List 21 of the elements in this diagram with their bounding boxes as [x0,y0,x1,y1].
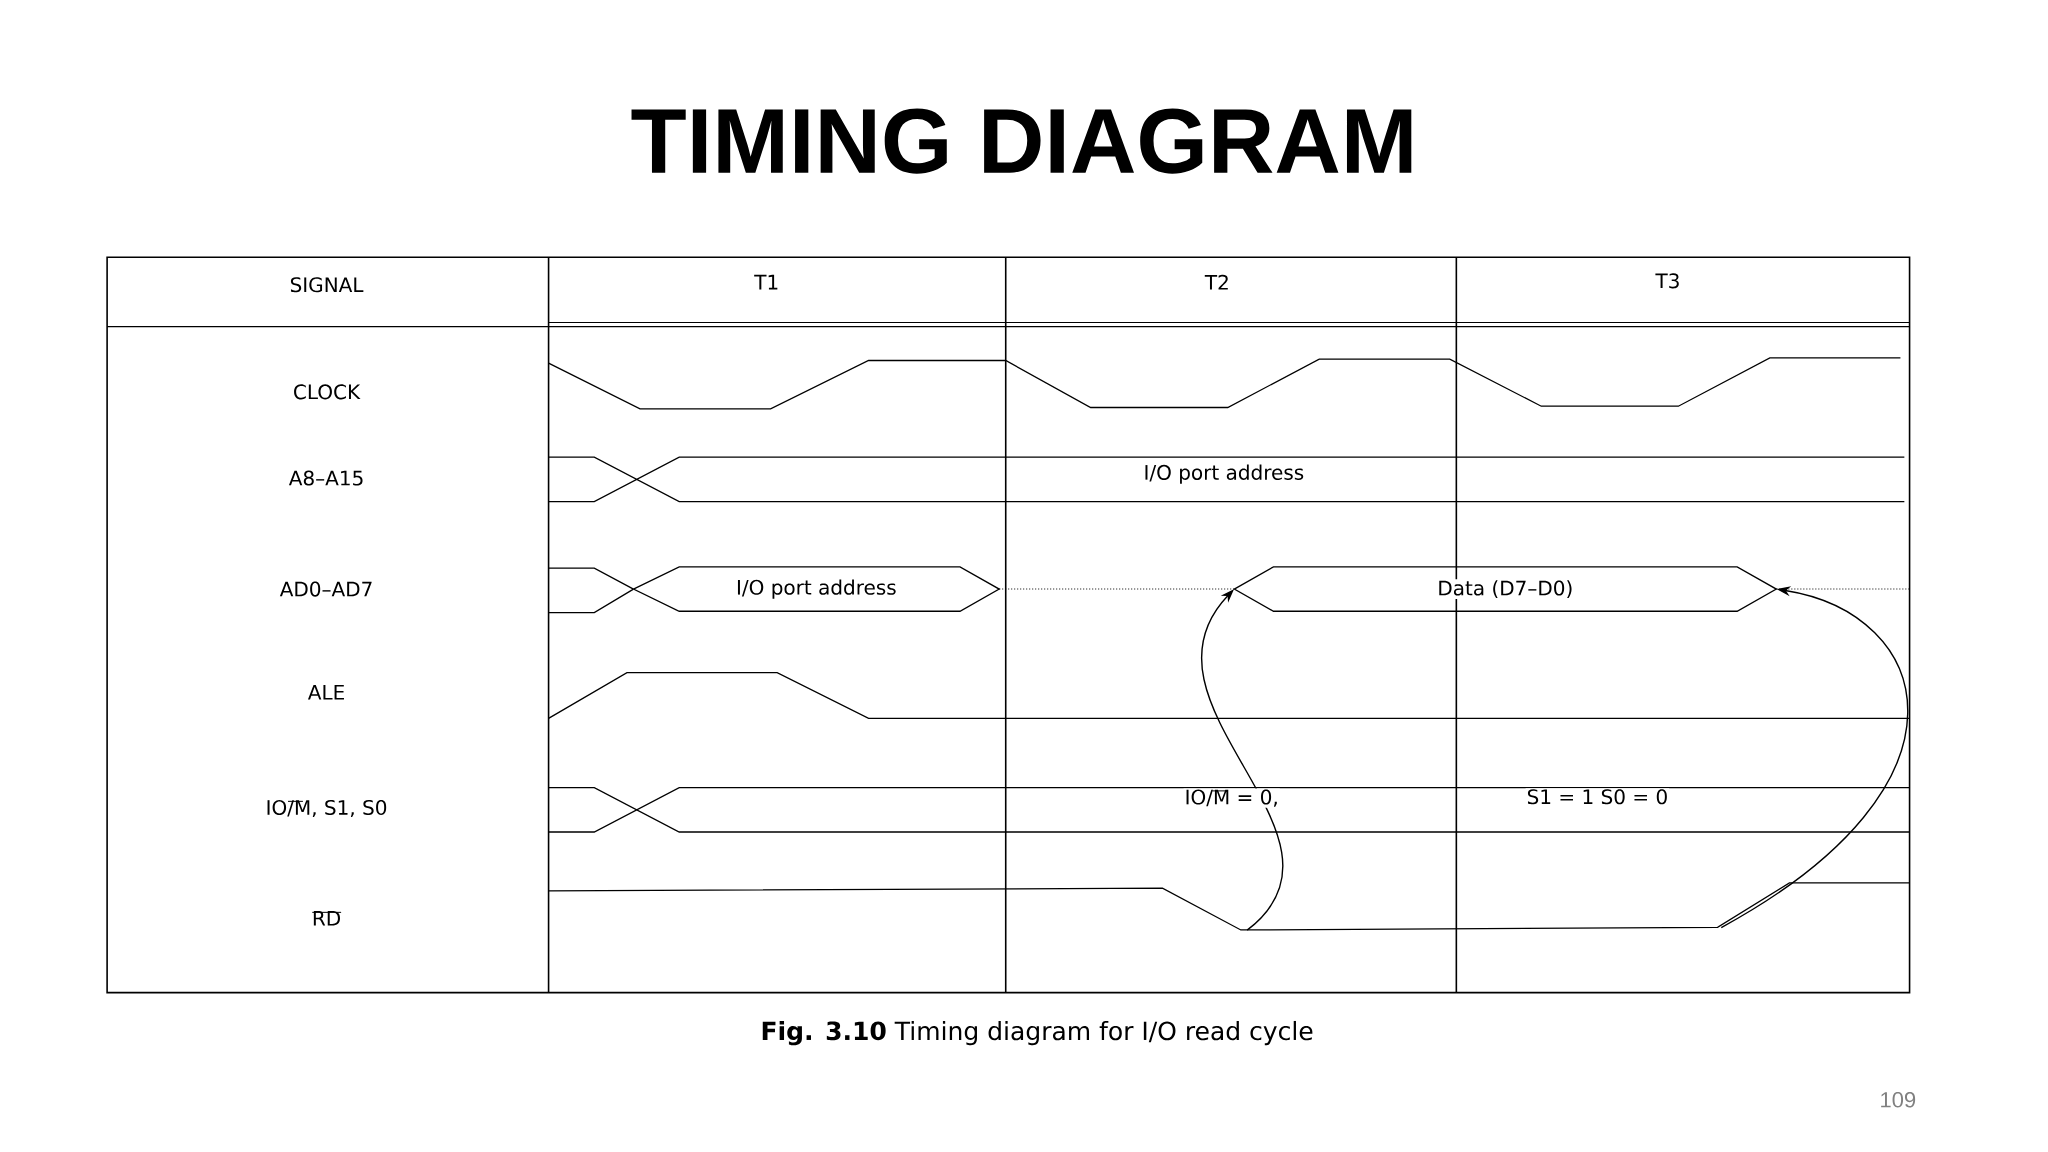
header-cell: SIGNAL [288,276,365,294]
header-cell: T2 [1203,273,1231,291]
signal-name: AD0–AD7 [278,580,375,598]
signal-name: A8–A15 [287,469,366,487]
read-waveform [547,882,1911,931]
signal-name: RD [310,909,343,927]
bus-value: S1 = 1 S0 = 0 [1525,788,1670,806]
header-cell: T1 [753,273,781,291]
bus-value: I/O port address [1142,463,1306,485]
page-number: 109 [1878,1091,1918,1109]
bus-value: IO/M = 0, [1183,788,1280,808]
signal-name: ALE [306,683,347,701]
figure-caption: Fig. 3.10 Timing diagram for I/O read cycle [762,1020,1313,1046]
header-cell: T3 [1654,272,1682,290]
title: TIMING DIAGRAM [631,108,1412,174]
bus-hexagon: I/O port address [632,566,1001,612]
signal-name: IO/M, S1, S0 [264,798,389,819]
signal-name: CLOCK [291,383,362,401]
bus-hexagon: Data (D7–D0) [1233,566,1778,612]
arrow [1201,589,1283,931]
arrow [1720,586,1909,929]
